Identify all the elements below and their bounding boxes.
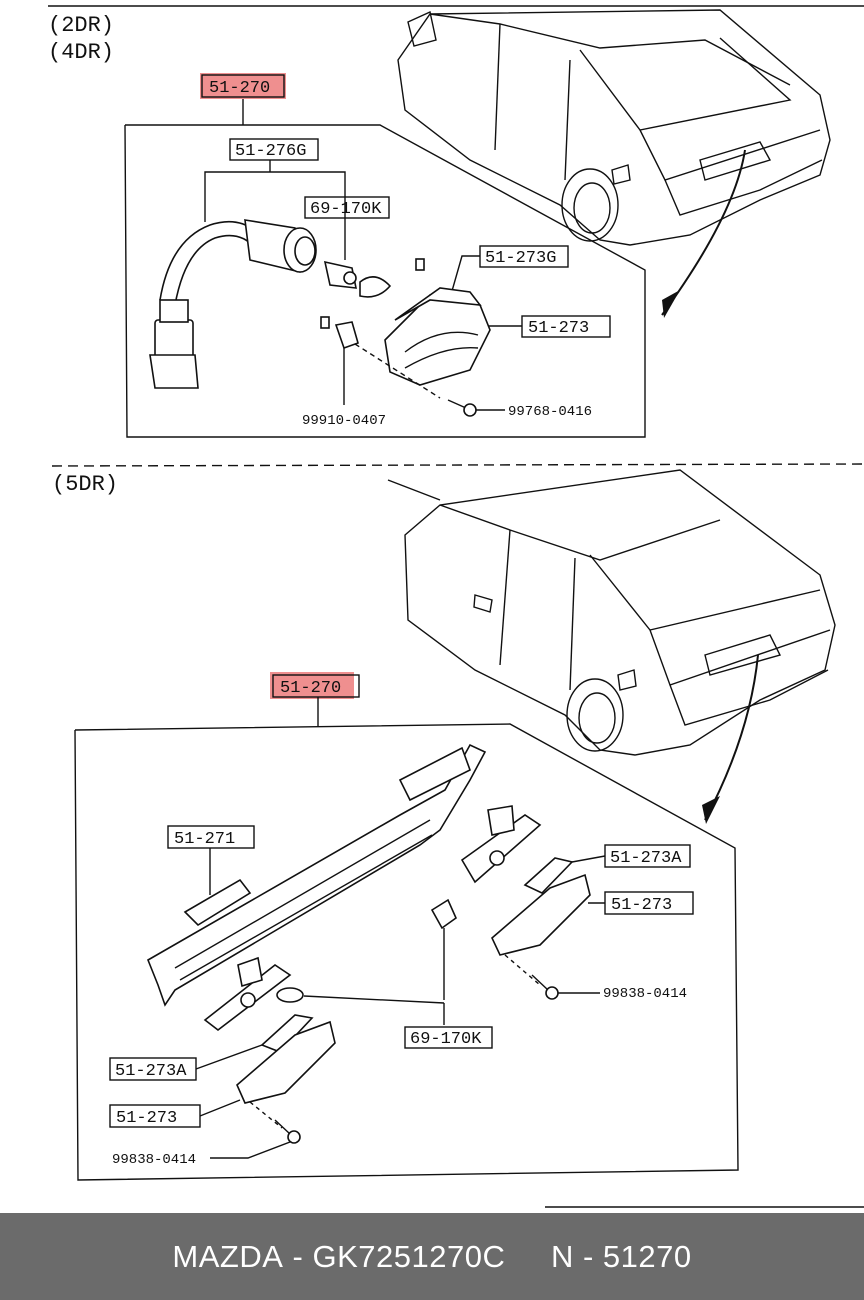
lamp-holder-right-part (460, 805, 542, 884)
bulb-bottom-label-box (404, 1026, 493, 1049)
top-main-label-box (201, 74, 285, 98)
bottom-main-label-highlight (270, 672, 354, 699)
parts-diagram: (2DR) (4DR) 51-270 51-276G 69-170K (48, 5, 864, 1208)
gasket-left-part (260, 1014, 314, 1053)
lens-left-part (236, 1020, 336, 1104)
footer-ref: N - 51270 (550, 1238, 692, 1274)
section-separator (51, 463, 864, 467)
screw-right-part (504, 954, 600, 1000)
harness-socket-part (149, 219, 317, 389)
part-info-footer: MAZDA - GK7251270C N - 51270 (0, 1213, 864, 1300)
bracket-label: 51-271 (174, 830, 235, 849)
hatchback-rear-illustration (387, 469, 836, 824)
bottom-callout-box (74, 723, 739, 1181)
bracket-label-box (167, 825, 255, 849)
section-label-2dr: (2DR) (48, 13, 114, 38)
lens-right-part (491, 873, 591, 956)
bottom-main-label: 51-270 (280, 679, 341, 698)
footer-brand: MAZDA (172, 1238, 284, 1274)
lens-gasket-label: 51-273G (485, 249, 556, 268)
gasket-right-part (523, 857, 574, 894)
bulb-label-box (304, 196, 390, 219)
harness-label: 51-276G (235, 142, 306, 161)
sedan-rear-illustration (397, 9, 831, 318)
section-label-5dr: (5DR) (52, 472, 118, 497)
bulb-bottom-label: 69-170K (410, 1030, 482, 1049)
lens-left-label: 51-273 (116, 1109, 177, 1128)
screw-top-number: 99768-0416 (508, 404, 592, 420)
screw-right-number: 99838-0414 (603, 986, 687, 1002)
lamp-holder-left-part (203, 956, 292, 1032)
footer-part-number: GK7251270C (312, 1238, 506, 1274)
bracket-part (146, 743, 487, 1007)
footer-separator: - (283, 1238, 313, 1274)
bulb-part (323, 258, 425, 298)
top-callout-box (124, 124, 646, 438)
screw-top-part (354, 343, 505, 417)
lens-label: 51-273 (528, 319, 589, 338)
socket-number: 99910-0407 (302, 413, 386, 429)
bulb-label: 69-170K (310, 200, 382, 219)
gasket-right-label: 51-273A (610, 849, 682, 868)
section-label-4dr: (4DR) (48, 40, 114, 65)
bottom-main-label-box (272, 674, 360, 698)
screw-left-part (210, 1101, 301, 1159)
harness-label-box (229, 138, 319, 161)
footer-gap (505, 1239, 551, 1275)
screw-left-number: 99838-0414 (112, 1152, 196, 1168)
top-main-label: 51-270 (209, 79, 270, 98)
gasket-left-label: 51-273A (115, 1062, 187, 1081)
bulb-bottom-part (276, 898, 457, 1025)
top-main-label-highlight (200, 73, 286, 99)
lens-housing-part (384, 287, 491, 386)
socket-part (320, 316, 359, 405)
lens-right-label: 51-273 (611, 896, 672, 915)
